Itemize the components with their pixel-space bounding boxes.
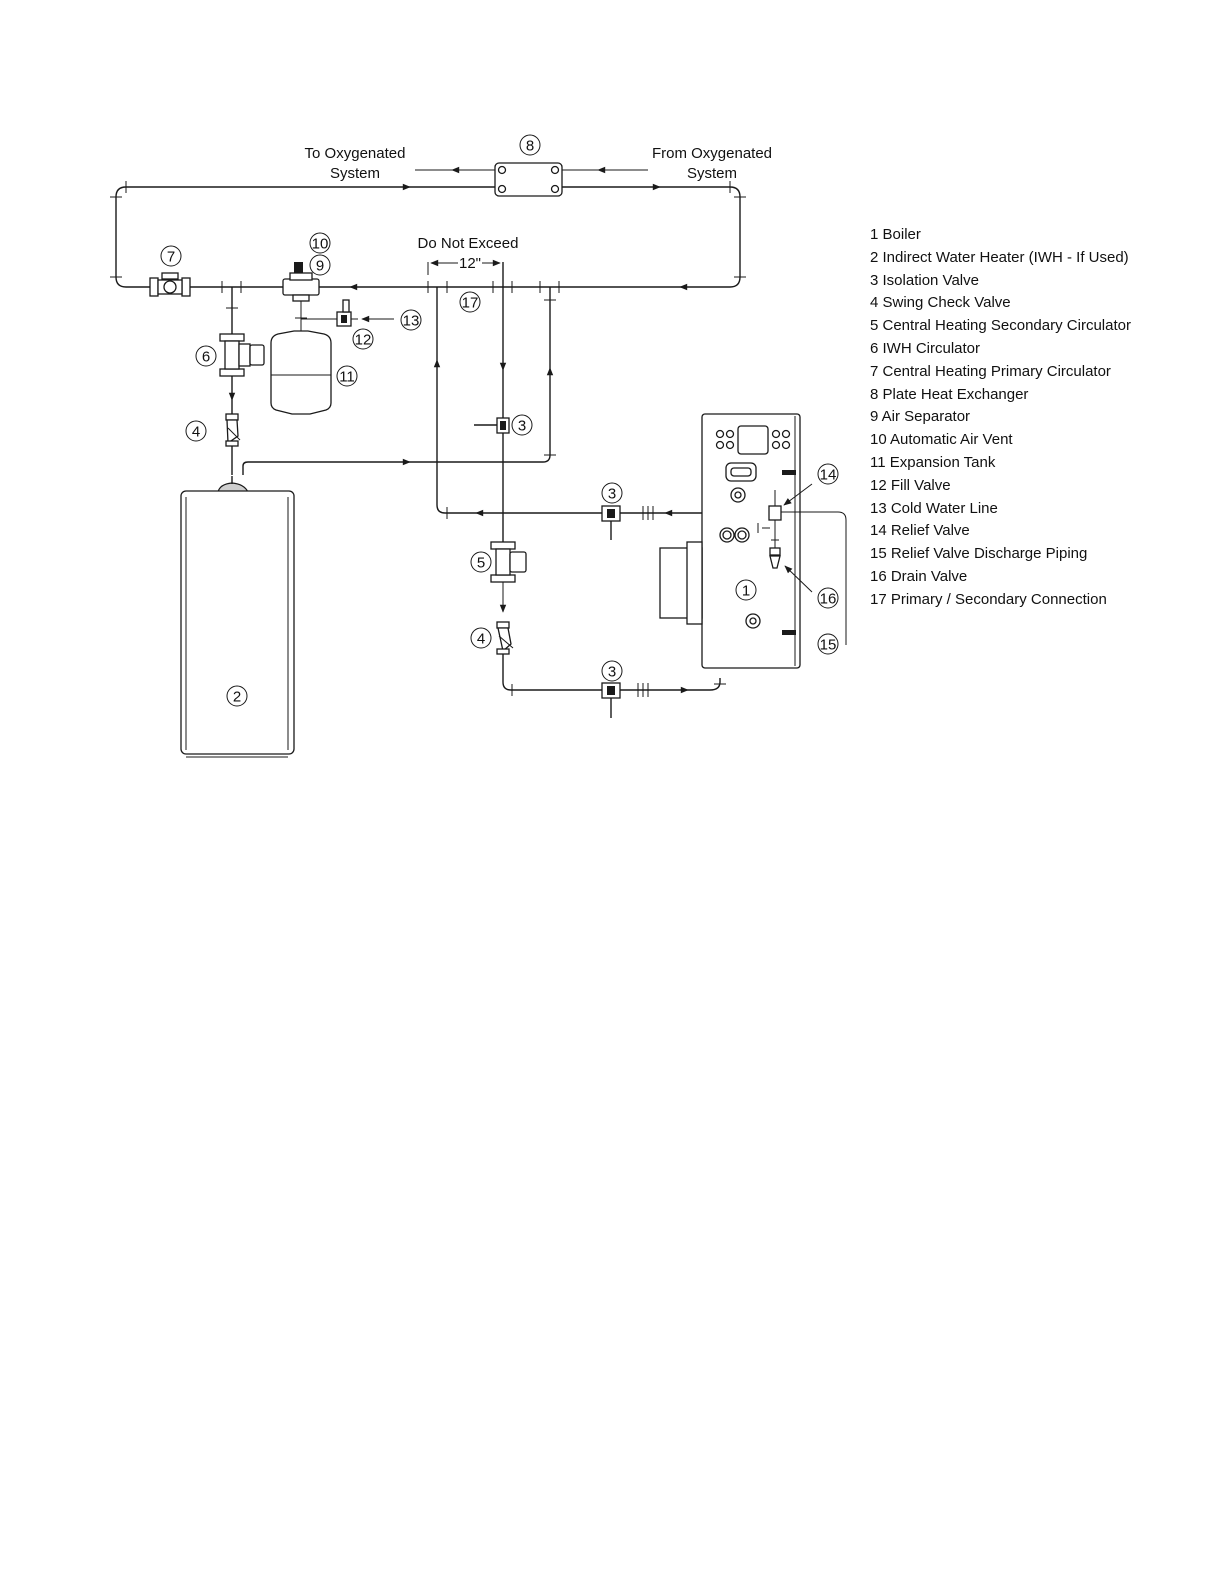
legend-item: 6 IWH Circulator <box>870 339 981 357</box>
legend-item: 13 Cold Water Line <box>870 499 998 517</box>
isolation-valve-supply <box>601 682 621 718</box>
relief-valve-assembly <box>768 483 847 645</box>
swing-check-valve-iwh <box>225 413 241 447</box>
primary-circulator <box>149 272 191 297</box>
boiler <box>659 413 801 669</box>
legend-item: 4 Swing Check Valve <box>870 294 1011 312</box>
swing-check-valve-ch <box>496 621 514 655</box>
callout-17: 17 <box>459 291 481 313</box>
svg-text:1: 1 <box>742 583 750 600</box>
legend-item: 8 Plate Heat Exchanger <box>870 385 1029 403</box>
callout-1: 1 <box>735 579 757 601</box>
legend-item: 15 Relief Valve Discharge Piping <box>870 545 1088 563</box>
primary-loop-main <box>126 281 730 293</box>
plate-heat-exchanger <box>494 162 563 197</box>
iwh-circulator <box>219 333 265 377</box>
svg-text:8: 8 <box>526 138 534 155</box>
svg-text:4: 4 <box>477 631 485 648</box>
callout-13: 13 <box>400 309 422 331</box>
isolation-valve-return <box>601 505 621 540</box>
legend-item: 10 Automatic Air Vent <box>870 431 1013 449</box>
component-legend: 1 Boiler 2 Indirect Water Heater (IWH - … <box>870 224 1131 612</box>
from-oxygenated-label-line2: System <box>687 165 737 182</box>
callout-11: 11 <box>336 365 358 387</box>
callout-8: 8 <box>519 134 541 156</box>
legend-item: 5 Central Heating Secondary Circulator <box>870 317 1131 335</box>
callout-7: 7 <box>160 245 182 267</box>
oxygenated-loop <box>110 166 746 288</box>
svg-text:4: 4 <box>192 424 200 441</box>
dimension-label: 12" <box>459 255 481 272</box>
ch-return-line <box>433 287 746 520</box>
legend-item: 12 Fill Valve <box>870 476 951 494</box>
svg-text:13: 13 <box>403 313 420 330</box>
legend-item: 11 Expansion Tank <box>870 453 996 471</box>
svg-text:3: 3 <box>608 486 616 503</box>
svg-text:15: 15 <box>820 637 837 654</box>
from-oxygenated-label: From Oxygenated <box>652 145 772 162</box>
legend-item: 14 Relief Valve <box>870 522 970 540</box>
svg-text:3: 3 <box>608 664 616 681</box>
to-oxygenated-label: To Oxygenated <box>305 145 406 162</box>
svg-text:5: 5 <box>477 555 485 572</box>
svg-text:2: 2 <box>233 689 241 706</box>
callout-10: 10 <box>309 232 331 254</box>
legend-item: 9 Air Separator <box>870 408 971 426</box>
svg-text:11: 11 <box>339 369 355 386</box>
legend-item: 2 Indirect Water Heater (IWH - If Used) <box>870 248 1129 266</box>
callout-6: 6 <box>195 345 217 367</box>
expansion-tank <box>270 330 332 415</box>
callout-4-upper: 4 <box>185 420 207 442</box>
callout-9: 9 <box>309 254 331 276</box>
legend-item: 16 Drain Valve <box>870 567 968 585</box>
secondary-circulator <box>490 541 527 613</box>
callout-12: 12 <box>352 328 374 350</box>
svg-text:6: 6 <box>202 349 210 366</box>
svg-text:16: 16 <box>820 591 837 608</box>
callout-4-lower: 4 <box>470 627 492 649</box>
callout-3-vertical: 3 <box>511 414 533 436</box>
iwh-branch <box>226 287 556 475</box>
svg-text:17: 17 <box>462 295 479 312</box>
callout-3-return: 3 <box>601 482 623 504</box>
legend-item: 1 Boiler <box>870 226 921 243</box>
svg-text:12: 12 <box>355 332 372 349</box>
legend-item: 7 Central Heating Primary Circulator <box>870 362 1111 380</box>
svg-text:3: 3 <box>518 418 526 435</box>
callout-14: 14 <box>817 463 839 485</box>
svg-text:9: 9 <box>316 258 324 275</box>
isolation-valve-vertical <box>474 417 510 434</box>
legend-item: 17 Primary / Secondary Connection <box>870 590 1107 608</box>
legend-item: 3 Isolation Valve <box>870 271 979 289</box>
svg-text:10: 10 <box>312 236 329 253</box>
fill-valve <box>301 299 394 327</box>
callout-16: 16 <box>817 587 839 609</box>
ch-supply-line <box>427 259 507 542</box>
to-oxygenated-label-line2: System <box>330 165 380 182</box>
svg-text:14: 14 <box>820 467 837 484</box>
callout-5: 5 <box>470 551 492 573</box>
do-not-exceed-label: Do Not Exceed <box>418 235 519 252</box>
callout-2: 2 <box>226 685 248 707</box>
callout-3-supply: 3 <box>601 660 623 682</box>
svg-text:7: 7 <box>167 249 175 266</box>
indirect-water-heater <box>180 476 295 758</box>
callout-15: 15 <box>817 633 839 655</box>
piping-diagram: To Oxygenated System From Oxygenated Sys… <box>110 134 847 758</box>
